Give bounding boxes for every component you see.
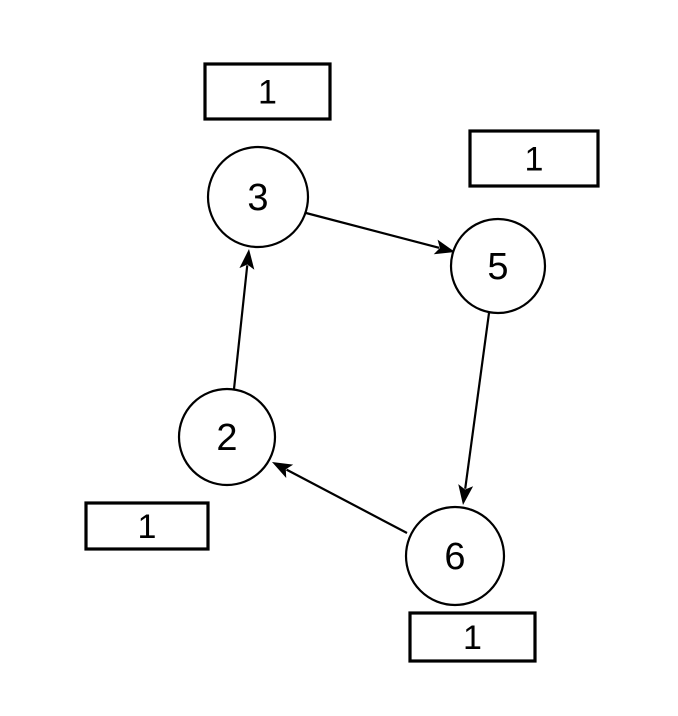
label-box-node-5-rect [468, 129, 600, 188]
edge-3-to-5-arrowhead [433, 239, 455, 255]
node-6[interactable]: 6 [404, 505, 506, 607]
edge-5-to-6-line [464, 312, 491, 489]
edge-3-to-5[interactable] [305, 211, 455, 255]
node-5-label: 5 [487, 246, 508, 288]
node-3-circle [206, 145, 310, 249]
node-2[interactable]: 2 [177, 387, 277, 487]
edge-6-to-2[interactable] [272, 462, 408, 534]
node-group: 3 5 2 6 [177, 145, 547, 607]
edge-6-to-2-line [286, 468, 408, 534]
label-box-node-6[interactable]: 1 [408, 611, 537, 663]
node-5-circle [449, 217, 547, 315]
edge-5-to-6-arrowhead [458, 484, 474, 505]
node-5[interactable]: 5 [449, 217, 547, 315]
label-box-node-3-text: 1 [258, 74, 277, 112]
node-6-circle [404, 505, 506, 607]
node-2-circle [177, 387, 277, 487]
label-box-node-5-text: 1 [525, 141, 544, 179]
node-6-label: 6 [444, 536, 465, 578]
label-box-node-2-rect [84, 501, 210, 551]
node-3-label: 3 [247, 177, 268, 219]
edge-5-to-6[interactable] [458, 312, 491, 505]
label-box-node-6-rect [408, 611, 537, 663]
node-2-label: 2 [216, 417, 237, 459]
label-box-group: 1 1 1 1 [84, 62, 600, 663]
edge-6-to-2-arrowhead [272, 462, 294, 478]
edge-3-to-5-line [305, 211, 440, 249]
label-box-node-2[interactable]: 1 [84, 501, 210, 551]
label-box-node-3-rect [203, 62, 332, 121]
label-box-node-5[interactable]: 1 [468, 129, 600, 188]
node-3[interactable]: 3 [206, 145, 310, 249]
label-box-node-6-text: 1 [463, 619, 482, 657]
edge-2-to-3-arrowhead [239, 249, 255, 270]
edge-group [232, 211, 491, 534]
label-box-node-3[interactable]: 1 [203, 62, 332, 121]
label-box-node-2-text: 1 [138, 508, 157, 546]
edge-2-to-3[interactable] [232, 249, 255, 390]
edge-2-to-3-line [232, 265, 249, 390]
